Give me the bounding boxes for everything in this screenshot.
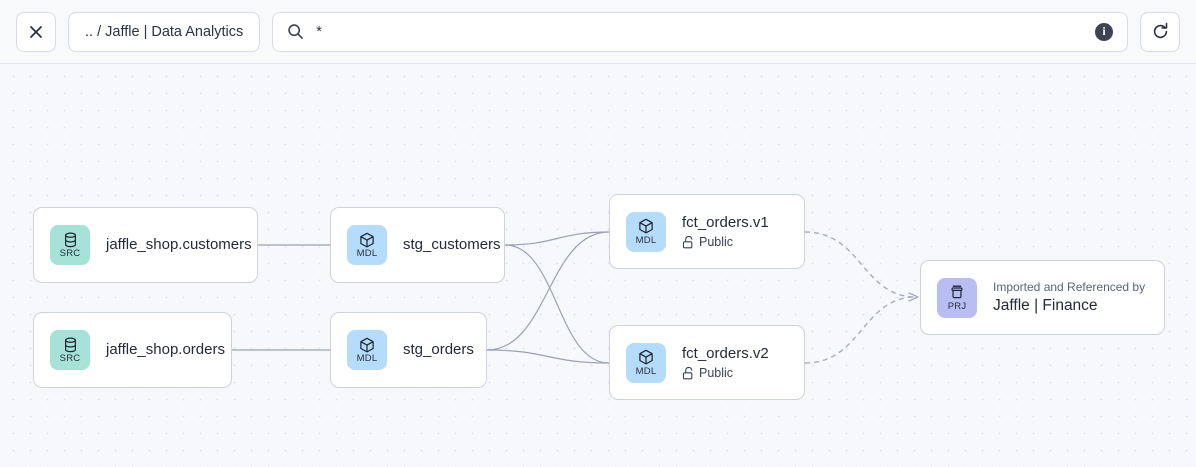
search-input[interactable] xyxy=(316,12,1083,51)
node-title: jaffle_shop.orders xyxy=(106,341,225,358)
badge-kind-label: MDL xyxy=(635,365,657,377)
node-stg-orders[interactable]: MDL stg_orders xyxy=(330,312,487,388)
search-icon xyxy=(288,24,304,39)
node-jaffle-shop-orders[interactable]: SRC jaffle_shop.orders xyxy=(33,312,232,388)
node-stg-customers[interactable]: MDL stg_customers xyxy=(330,207,505,283)
node-title: fct_orders.v2 xyxy=(682,344,769,362)
node-visibility-label: Public xyxy=(699,234,734,249)
badge-src: SRC xyxy=(50,330,90,370)
edge-arrowhead-prj xyxy=(908,292,919,302)
database-icon xyxy=(63,336,78,353)
node-title: jaffle_shop.customers xyxy=(106,236,252,253)
cube-icon xyxy=(638,218,654,235)
node-title: stg_customers xyxy=(403,236,501,253)
edge-fct-v1-prj xyxy=(804,231,917,298)
badge-kind-label: SRC xyxy=(59,248,81,259)
badge-prj: PRJ xyxy=(937,277,977,318)
node-text: jaffle_shop.customers xyxy=(106,235,252,255)
node-title: Jaffle | Finance xyxy=(993,297,1098,314)
search-box[interactable]: i xyxy=(272,11,1128,52)
close-icon xyxy=(30,25,42,38)
badge-mdl: MDL xyxy=(626,342,666,383)
top-toolbar: .. / Jaffle | Data Analytics i xyxy=(0,0,1196,64)
edge-stg-customers-fct-v1 xyxy=(504,231,610,246)
node-title: stg_orders xyxy=(403,341,474,358)
edge-stg-orders-fct-v1 xyxy=(486,231,610,351)
badge-kind-label: PRJ xyxy=(947,300,967,312)
badge-mdl: MDL xyxy=(626,211,666,252)
edge-stg-customers-fct-v2 xyxy=(504,244,610,364)
refresh-icon xyxy=(1153,22,1167,39)
edge-fct-v2-prj xyxy=(804,296,917,364)
badge-kind-label: SRC xyxy=(59,353,81,364)
badge-mdl: MDL xyxy=(347,330,387,370)
node-text: Imported and Referenced by Jaffle | Fina… xyxy=(993,279,1145,316)
badge-src: SRC xyxy=(50,225,90,265)
unlocked-padlock-icon xyxy=(682,366,694,380)
database-icon xyxy=(63,231,78,248)
graph-canvas[interactable]: SRC jaffle_shop.customers SRC jaffle_sh xyxy=(0,64,1196,467)
node-text: fct_orders.v1 Public xyxy=(682,213,769,251)
node-text: stg_orders xyxy=(403,340,474,360)
node-title: fct_orders.v1 xyxy=(682,213,769,231)
breadcrumb[interactable]: .. / Jaffle | Data Analytics xyxy=(68,11,261,52)
node-jaffle-shop-customers[interactable]: SRC jaffle_shop.customers xyxy=(33,207,258,283)
node-text: stg_customers xyxy=(403,235,501,255)
edge-stg-orders-fct-v2 xyxy=(486,349,610,364)
node-visibility: Public xyxy=(682,234,769,251)
node-text: jaffle_shop.orders xyxy=(106,340,225,360)
close-button[interactable] xyxy=(16,11,56,52)
node-visibility: Public xyxy=(682,365,769,382)
cube-icon xyxy=(359,231,375,248)
cube-icon xyxy=(359,336,375,353)
node-jaffle-finance-project[interactable]: PRJ Imported and Referenced by Jaffle | … xyxy=(920,260,1165,335)
project-jar-icon xyxy=(949,284,965,301)
refresh-button[interactable] xyxy=(1140,11,1180,52)
node-fct-orders-v2[interactable]: MDL fct_orders.v2 Public xyxy=(609,325,805,400)
cube-icon xyxy=(638,349,654,366)
node-text: fct_orders.v2 Public xyxy=(682,344,769,382)
unlocked-padlock-icon xyxy=(682,235,694,249)
node-visibility-label: Public xyxy=(699,365,734,380)
badge-mdl: MDL xyxy=(347,225,387,265)
badge-kind-label: MDL xyxy=(635,234,657,246)
badge-kind-label: MDL xyxy=(356,248,378,259)
node-fct-orders-v1[interactable]: MDL fct_orders.v1 Public xyxy=(609,194,805,269)
badge-kind-label: MDL xyxy=(356,353,378,364)
info-circle-icon[interactable]: i xyxy=(1095,22,1113,41)
node-overline: Imported and Referenced by xyxy=(993,280,1146,294)
